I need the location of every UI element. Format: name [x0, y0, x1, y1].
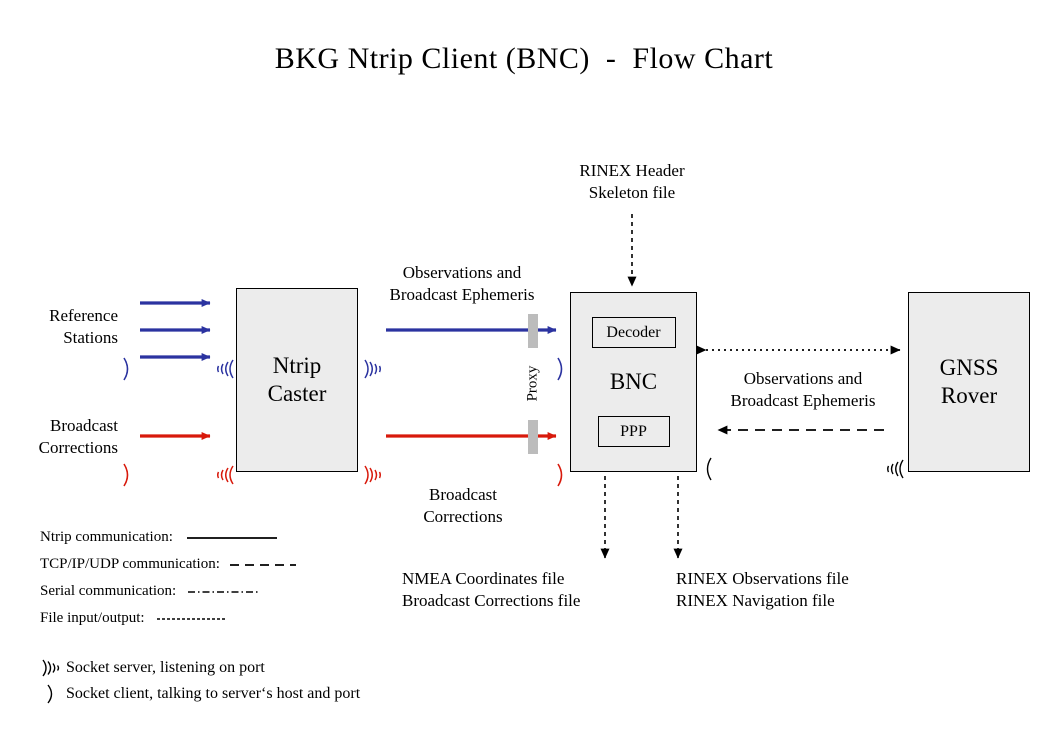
node-bnc-decoder-label: Decoder	[606, 323, 661, 341]
socket-client-icon	[556, 318, 575, 420]
node-ntrip-caster[interactable]: Ntrip Caster	[236, 288, 358, 472]
node-bnc-ppp-label: PPP	[620, 422, 647, 440]
legend-label-ntrip: Ntrip communication:	[40, 529, 173, 545]
legend-line-styles: Ntrip communication: TCP/IP/UDP communic…	[40, 524, 370, 632]
socket-server-icon	[214, 424, 236, 526]
socket-client-icon	[122, 424, 141, 526]
label-rinex-header-skeleton-file: RINEX Header Skeleton file	[579, 161, 685, 203]
legend-swatch-solid	[186, 536, 277, 539]
socket-client-icon	[556, 424, 575, 526]
socket-client-icon	[36, 683, 66, 705]
socket-server-icon	[362, 318, 384, 420]
label-broadcast-corrections-mid: Broadcast Corrections	[423, 485, 503, 527]
legend-row-ntrip: Ntrip communication:	[40, 524, 370, 551]
label-proxy: Proxy	[524, 365, 541, 402]
node-bnc-ppp[interactable]: PPP	[597, 415, 670, 447]
node-gnss-rover-line2: Rover	[940, 383, 998, 408]
label-broadcast-corrections-left: Broadcast Corrections	[38, 416, 118, 458]
node-ntrip-caster-line1: Ntrip	[272, 352, 322, 378]
legend-swatch-dotted	[156, 617, 225, 620]
label-nmea-output-files: NMEA Coordinates file Broadcast Correcti…	[402, 569, 581, 611]
socket-client-icon	[122, 318, 141, 420]
proxy-bar-top	[528, 314, 538, 348]
legend-label-serial: Serial communication:	[40, 583, 177, 599]
node-bnc[interactable]: Decoder BNC PPP	[570, 292, 697, 472]
legend-label-file-io: File input/output:	[40, 610, 145, 626]
legend-row-tcp: TCP/IP/UDP communication:	[40, 551, 370, 578]
socket-server-icon	[884, 418, 906, 520]
label-rinex-output-files: RINEX Observations file RINEX Navigation…	[676, 569, 849, 611]
legend-row-file-io: File input/output:	[40, 605, 370, 632]
node-ntrip-caster-line2: Caster	[267, 381, 327, 406]
legend-row-socket-client: Socket client, talking to server‘s host …	[36, 681, 456, 707]
legend-socket-types: Socket server, listening on port Socket …	[36, 655, 456, 707]
node-gnss-rover-line1: GNSS	[939, 354, 999, 380]
legend-swatch-dashed	[229, 563, 296, 566]
legend-label-socket-client: Socket client, talking to server‘s host …	[66, 685, 361, 702]
legend-swatch-dash-dot	[188, 590, 261, 593]
node-gnss-rover[interactable]: GNSS Rover	[908, 292, 1030, 472]
label-observations-ephemeris-top: Observations and Broadcast Ephemeris	[389, 263, 535, 305]
socket-client-icon	[702, 418, 721, 520]
arrow-reference-stations-to-caster	[140, 299, 211, 361]
node-bnc-decoder[interactable]: Decoder	[591, 317, 676, 348]
proxy-bar-bottom	[528, 420, 538, 454]
label-observations-ephemeris-right: Observations and Broadcast Ephemeris	[730, 369, 876, 411]
socket-server-icon	[362, 424, 384, 526]
socket-server-icon	[214, 318, 236, 420]
legend-label-socket-server: Socket server, listening on port	[66, 659, 265, 676]
legend-row-serial: Serial communication:	[40, 578, 370, 605]
legend-label-tcp: TCP/IP/UDP communication:	[40, 556, 220, 572]
legend-row-socket-server: Socket server, listening on port	[36, 655, 456, 681]
page-title: BKG Ntrip Client (BNC) - Flow Chart	[274, 42, 774, 75]
node-bnc-title: BNC	[609, 368, 658, 394]
socket-server-icon	[36, 657, 66, 679]
label-reference-stations: Reference Stations	[49, 306, 118, 348]
